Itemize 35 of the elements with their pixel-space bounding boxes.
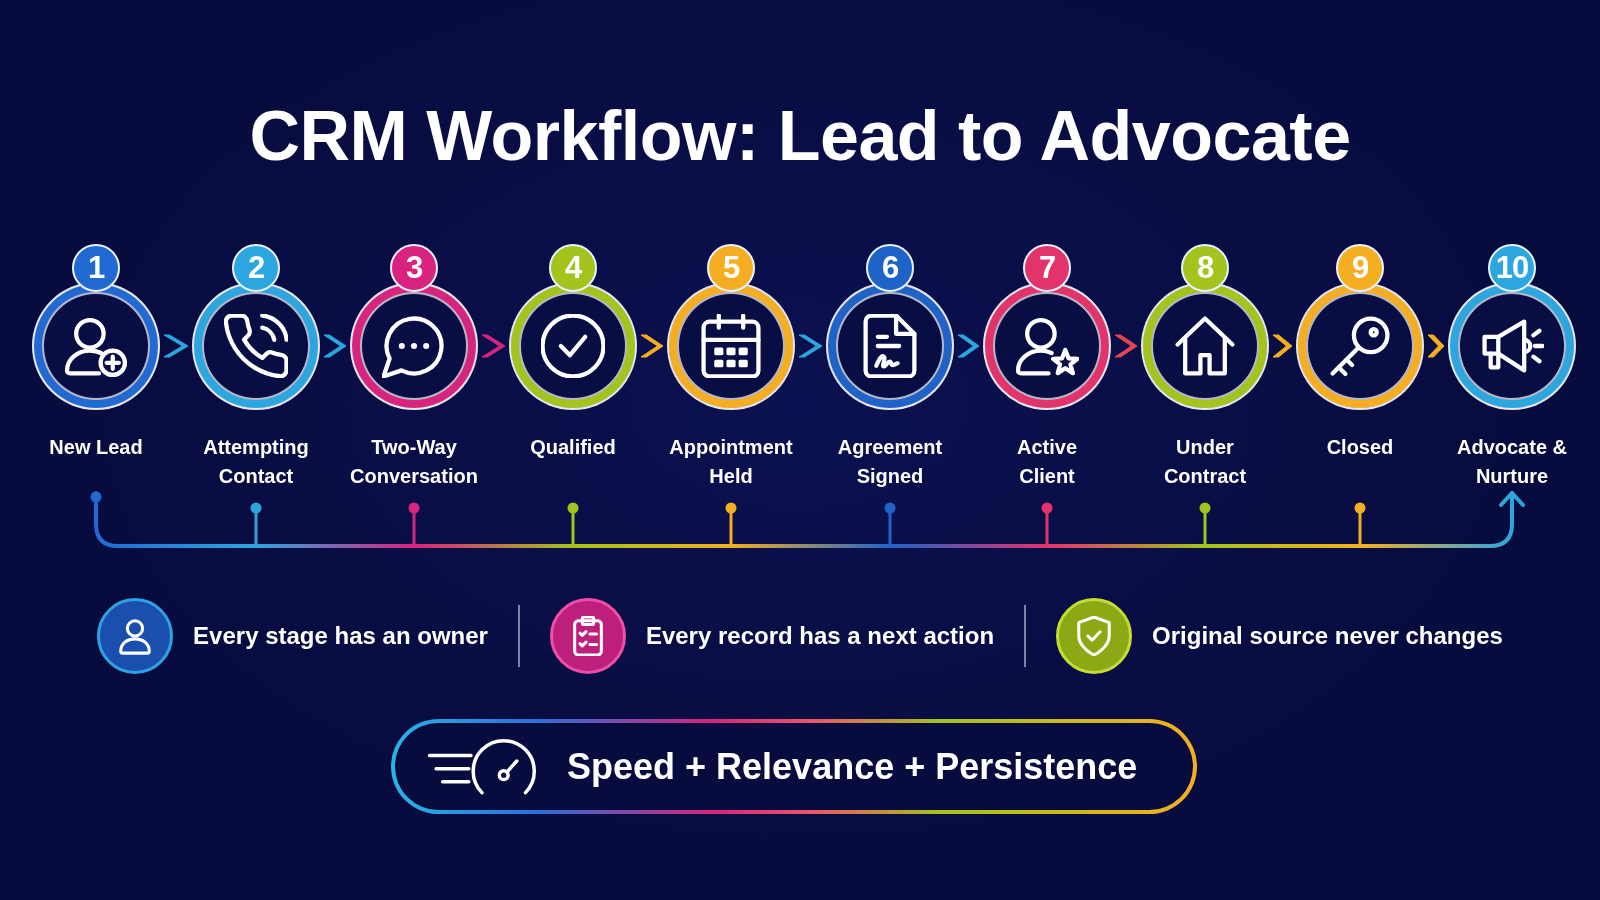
stage-label: Attempting Contact bbox=[202, 435, 310, 489]
chevron-arrow bbox=[323, 334, 347, 358]
return-arrow bbox=[94, 491, 1525, 548]
chevron-arrow bbox=[1114, 334, 1138, 358]
chevron-arrow bbox=[640, 334, 664, 358]
step-number-badge: 1 bbox=[72, 244, 120, 292]
chevron-arrow bbox=[957, 334, 980, 358]
step-number-badge: 2 bbox=[232, 244, 280, 292]
stage-label: Advocate & Nurture bbox=[1456, 435, 1568, 489]
step-number-badge: 6 bbox=[866, 244, 914, 292]
step-number-badge: 3 bbox=[390, 244, 438, 292]
stage-label: Qualified bbox=[529, 435, 617, 460]
title: CRM Workflow: Lead to Advocate bbox=[249, 96, 1351, 177]
chevron-arrow bbox=[163, 334, 189, 358]
stage-label: Closed bbox=[1325, 435, 1395, 460]
stage-label: Agreement Signed bbox=[836, 435, 944, 489]
stage-label: Appointment Held bbox=[668, 435, 794, 489]
principle-text: Every stage has an owner bbox=[193, 622, 488, 650]
stage-label: New Lead bbox=[48, 435, 144, 460]
step-number-badge: 10 bbox=[1488, 244, 1536, 292]
principle-text: Original source never changes bbox=[1152, 622, 1503, 650]
stage-label: Under Contract bbox=[1162, 435, 1248, 489]
step-number-badge: 7 bbox=[1023, 244, 1071, 292]
chevron-arrow bbox=[1272, 334, 1293, 358]
stage-label: Active Client bbox=[1016, 435, 1078, 489]
step-number-badge: 8 bbox=[1181, 244, 1229, 292]
summary-text: Speed + Relevance + Persistence bbox=[567, 745, 1138, 788]
chevron-arrow bbox=[798, 334, 823, 358]
chevron-arrow bbox=[1427, 334, 1445, 358]
step-number-badge: 5 bbox=[707, 244, 755, 292]
stage-label: Two-Way Conversation bbox=[349, 435, 479, 489]
step-number-badge: 9 bbox=[1336, 244, 1384, 292]
principle-text: Every record has a next action bbox=[645, 622, 995, 650]
chevron-arrow bbox=[481, 334, 506, 358]
step-number-badge: 4 bbox=[549, 244, 597, 292]
